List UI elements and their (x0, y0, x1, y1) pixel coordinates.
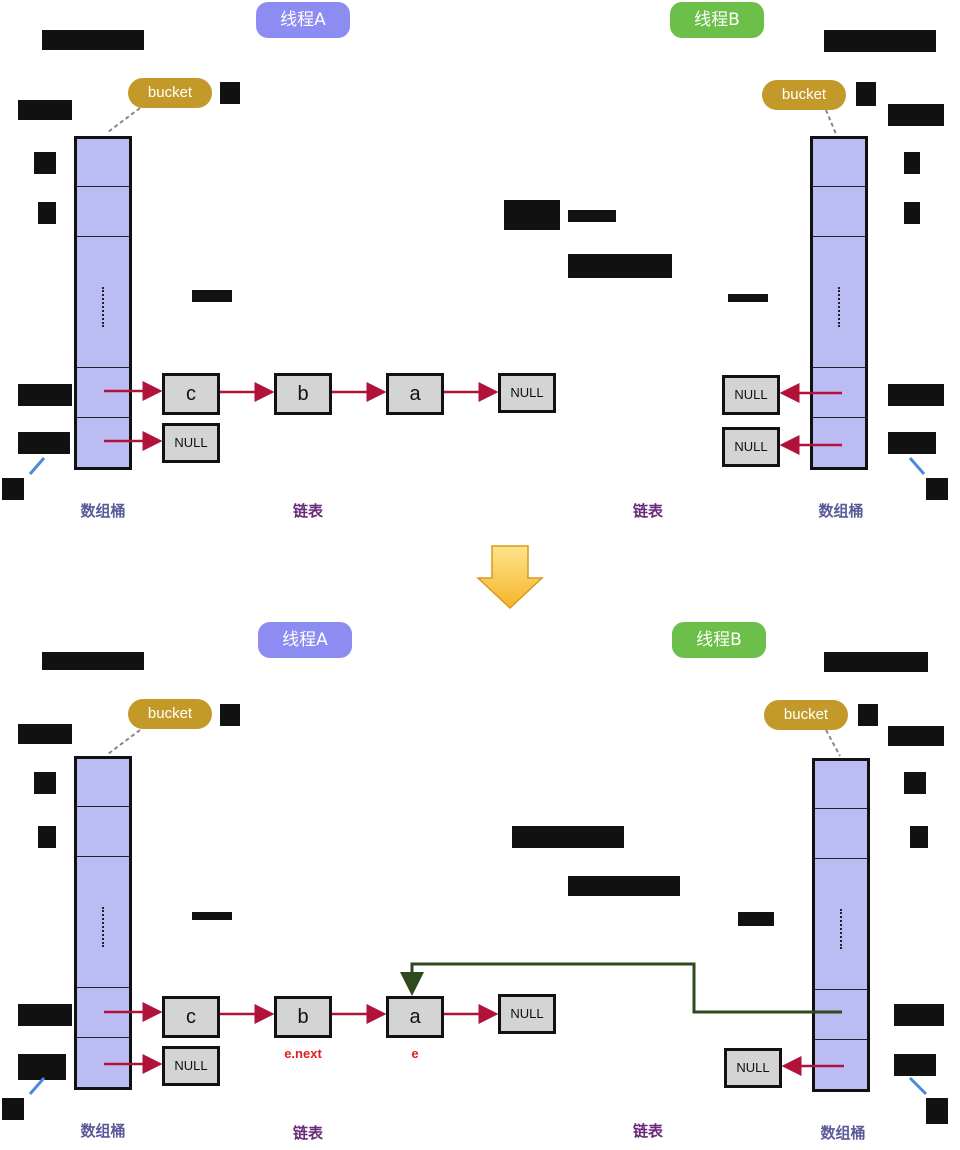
redacted-text (18, 100, 72, 120)
bucket-label-bottom-left: bucket (128, 699, 212, 729)
null-box: NULL (722, 375, 780, 415)
redacted-text (38, 826, 56, 848)
caption-slot-top-left: 数组桶 (80, 503, 126, 520)
redacted-text (220, 82, 240, 104)
redacted-text (824, 30, 936, 52)
redacted-text (910, 826, 928, 848)
bucket-pointer-line (825, 729, 841, 757)
redacted-text (220, 704, 240, 726)
null-box: NULL (162, 423, 220, 463)
redacted-mark (2, 478, 948, 1124)
redacted-text (192, 290, 232, 302)
redacted-text (888, 384, 944, 406)
caption-slot-bottom-left: 数组桶 (80, 1123, 126, 1140)
redacted-text (894, 1004, 944, 1026)
ellipsis-dots (102, 287, 106, 327)
redacted-text (894, 1054, 936, 1076)
redacted-text (512, 826, 624, 848)
node-b-bottom: b (274, 996, 332, 1038)
redacted-text (34, 152, 56, 174)
bucket-table-bottom-left (74, 756, 132, 1090)
redacted-text (568, 210, 616, 222)
redacted-text (18, 724, 72, 744)
bucket-pointer-line (107, 729, 141, 755)
null-box: NULL (498, 373, 556, 413)
bucket-table-bottom-right (812, 758, 870, 1092)
redacted-text (18, 432, 70, 454)
null-box: NULL (722, 427, 780, 467)
bucket-pointer-line (107, 107, 141, 133)
redacted-text (568, 254, 672, 278)
null-box: NULL (162, 1046, 220, 1086)
redacted-text (888, 104, 944, 126)
redacted-text (904, 152, 920, 174)
redacted-text (38, 202, 56, 224)
caption-slot-bottom-right: 数组桶 (820, 1125, 866, 1142)
thread-b-label: 线程B (672, 622, 766, 658)
node-b-top: b (274, 373, 332, 415)
node-a-top: a (386, 373, 444, 415)
ellipsis-dots (102, 907, 106, 947)
redacted-text (18, 1004, 72, 1026)
redacted-text (504, 200, 560, 230)
redacted-text (18, 384, 72, 406)
redacted-text (824, 652, 928, 672)
caption-list-bottom-right: 链表 (632, 1123, 663, 1140)
redacted-text (728, 294, 768, 302)
redacted-text (568, 876, 680, 896)
annotation-e: e (411, 1046, 419, 1061)
caption-list-top-right: 链表 (632, 503, 663, 520)
ellipsis-dots (840, 909, 844, 949)
node-a-bottom: a (386, 996, 444, 1038)
arrow-down-icon (476, 545, 544, 610)
redacted-text (18, 1054, 66, 1080)
redacted-text (904, 202, 920, 224)
redacted-text (192, 912, 232, 920)
bucket-table-top-left (74, 136, 132, 470)
ellipsis-dots (838, 287, 842, 327)
redacted-text (738, 912, 774, 926)
caption-slot-top-right: 数组桶 (818, 503, 864, 520)
thread-b-label: 线程B (670, 2, 764, 38)
node-c-bottom: c (162, 996, 220, 1038)
thread-a-label: 线程A (256, 2, 350, 38)
redacted-text (42, 30, 144, 50)
bucket-label-top-left: bucket (128, 78, 212, 108)
null-box: NULL (498, 994, 556, 1034)
null-box: NULL (724, 1048, 782, 1088)
bucket-label-top-right: bucket (762, 80, 846, 110)
redacted-text (856, 82, 876, 106)
redacted-text (858, 704, 878, 726)
bucket-table-top-right (810, 136, 868, 470)
annotation-e-next: e.next (284, 1046, 322, 1061)
redacted-text (904, 772, 926, 794)
redacted-text (888, 432, 936, 454)
thread-a-label: 线程A (258, 622, 352, 658)
redacted-text (34, 772, 56, 794)
bucket-pointer-line (825, 109, 837, 135)
bucket-label-bottom-right: bucket (764, 700, 848, 730)
caption-list-bottom-left: 链表 (292, 1125, 323, 1142)
cross-link-line (400, 962, 842, 1014)
caption-list-top-left: 链表 (292, 503, 323, 520)
node-c-top: c (162, 373, 220, 415)
redacted-text (888, 726, 944, 746)
redacted-text (42, 652, 144, 670)
